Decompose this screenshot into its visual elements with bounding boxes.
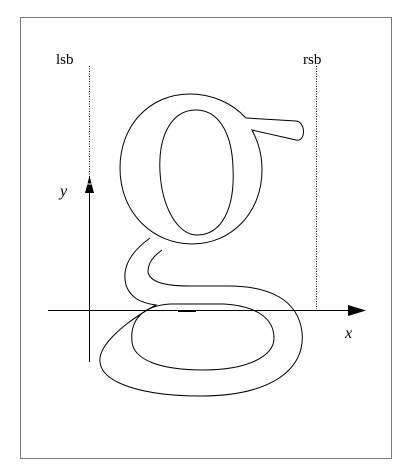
glyph-g-outline bbox=[99, 93, 304, 397]
glyph-upper-bowl-outer bbox=[119, 93, 304, 245]
lsb-label: lsb bbox=[56, 52, 74, 68]
y-axis-label: y bbox=[58, 183, 68, 200]
x-axis-label: x bbox=[344, 325, 352, 342]
glyph-link-and-loop-outer bbox=[99, 237, 303, 397]
rsb-label: rsb bbox=[303, 52, 321, 68]
glyph-upper-bowl-counter bbox=[159, 109, 234, 236]
glyph-loop-counter bbox=[131, 303, 275, 371]
diagram-frame bbox=[20, 17, 392, 459]
x-axis-arrow-icon bbox=[348, 305, 366, 316]
